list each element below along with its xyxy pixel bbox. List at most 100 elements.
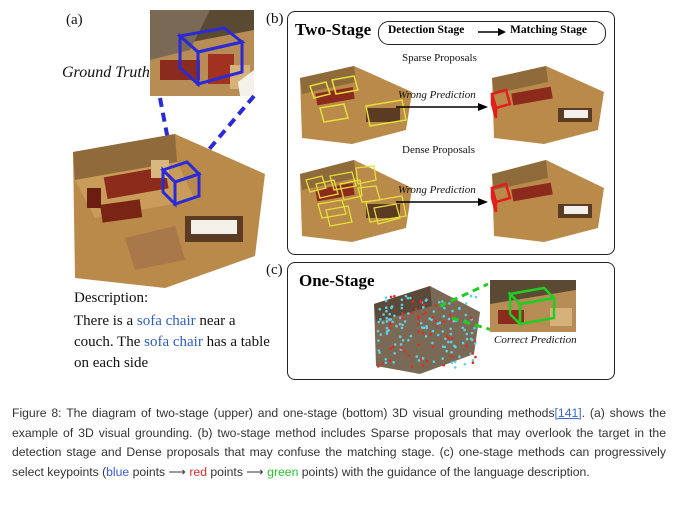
keypoint-dot xyxy=(452,320,455,323)
keypoint-dot xyxy=(399,316,402,319)
panel-b-label: (b) xyxy=(266,11,284,27)
dense-proposals-scene xyxy=(296,158,412,242)
keypoint-dot xyxy=(381,362,385,365)
keypoint-dot xyxy=(409,296,412,300)
keypoint-dot xyxy=(384,296,388,299)
keypoint-dot xyxy=(464,302,468,305)
keypoint-dot xyxy=(441,330,445,333)
keypoint-dot xyxy=(441,357,444,360)
keypoint-dot xyxy=(381,321,385,324)
keypoint-dot xyxy=(378,307,382,311)
keypoint-dot xyxy=(422,312,425,316)
wrong-prediction-label-2: Wrong Prediction xyxy=(398,184,476,196)
keypoint-dot xyxy=(441,345,445,348)
keypoint-dot xyxy=(424,299,428,302)
keypoint-dot xyxy=(398,322,402,326)
keypoint-dot xyxy=(425,326,428,330)
keypoint-dot xyxy=(401,323,404,327)
keypoint-dot xyxy=(447,337,451,340)
keypoint-dot xyxy=(447,340,450,344)
keypoint-dot xyxy=(443,306,446,310)
sparse-proposals-label: Sparse Proposals xyxy=(402,52,477,64)
keypoint-dot xyxy=(407,339,410,342)
correct-prediction-label: Correct Prediction xyxy=(494,334,577,346)
keypoint-dot xyxy=(377,349,381,352)
keypoint-dot xyxy=(400,346,403,350)
keypoint-dot xyxy=(471,361,475,364)
keypoint-dot xyxy=(417,343,420,347)
desc-part-1: There is a xyxy=(74,313,137,329)
caption-text-1: . (a) shows the example of 3D visual gro… xyxy=(12,406,666,479)
keypoint-dot xyxy=(422,303,426,307)
keypoint-dot xyxy=(400,306,404,310)
keypoint-dot xyxy=(410,311,414,314)
room-scene-a xyxy=(65,130,265,288)
keypoint-dot xyxy=(451,309,454,313)
keypoint-dot xyxy=(414,307,418,311)
caption-prefix: Figure 8: The diagram of two-stage (uppe… xyxy=(12,406,555,420)
keypoint-dot xyxy=(469,294,473,298)
keypoint-dot xyxy=(428,332,432,336)
keypoint-dot xyxy=(384,358,387,361)
keypoint-dot xyxy=(401,312,404,315)
keypoint-dot xyxy=(384,299,388,303)
keypoint-dot xyxy=(450,361,454,364)
keypoint-dot xyxy=(376,329,380,333)
keypoint-dot xyxy=(377,365,380,368)
keypoint-dot xyxy=(400,303,404,307)
keypoint-dot xyxy=(469,352,472,356)
sparse-matching-scene xyxy=(488,64,604,144)
caption-arrow-1: ⟶ xyxy=(168,464,186,479)
one-stage-title: One-Stage xyxy=(299,271,375,290)
keypoint-dot xyxy=(377,320,380,324)
keypoint-dot xyxy=(421,357,425,360)
keypoint-dot xyxy=(431,345,435,349)
keypoint-dot xyxy=(431,341,434,345)
keypoint-dot xyxy=(400,298,404,301)
keypoint-dot xyxy=(398,335,402,338)
keypoint-dot xyxy=(400,326,404,330)
keypoint-dot xyxy=(401,317,404,320)
keypoint-dot xyxy=(421,331,425,335)
caption-points-2: points xyxy=(207,464,247,479)
keypoint-dot xyxy=(425,360,429,363)
description-title: Description: xyxy=(74,290,149,306)
keypoint-dot xyxy=(469,316,473,320)
dense-arrow-icon xyxy=(396,198,488,206)
keypoint-dot xyxy=(385,330,389,333)
caption-arrow-2: ⟶ xyxy=(246,464,264,479)
keypoint-dot xyxy=(444,337,447,341)
keypoint-dot xyxy=(449,340,453,344)
keypoint-dot xyxy=(407,354,411,357)
ground-truth-inset xyxy=(150,10,254,96)
keypoint-dot xyxy=(438,321,442,324)
keypoint-dot xyxy=(403,349,406,353)
caption-points-1: points xyxy=(129,464,169,479)
keypoint-dot xyxy=(422,326,426,329)
keypoint-dot xyxy=(406,296,410,300)
keypoint-dot xyxy=(461,326,464,330)
keypoint-dot xyxy=(442,314,446,318)
keypoint-dot xyxy=(470,331,474,335)
keypoint-dot xyxy=(473,342,477,345)
keypoint-dot xyxy=(461,341,465,345)
desc-object-2: sofa chair xyxy=(144,334,203,350)
keypoint-dot xyxy=(419,300,423,303)
dense-proposals-label: Dense Proposals xyxy=(402,144,476,156)
keypoint-scene xyxy=(370,282,480,374)
keypoint-dot xyxy=(384,361,388,364)
keypoint-dot xyxy=(469,337,473,341)
stage-arrow-icon xyxy=(478,28,506,36)
keypoint-dot xyxy=(417,315,420,318)
keypoint-dot xyxy=(436,333,440,337)
keypoint-dot xyxy=(464,313,468,317)
keypoint-dot xyxy=(385,320,389,323)
keypoint-dot xyxy=(434,304,437,307)
two-stage-title: Two-Stage xyxy=(295,20,372,39)
keypoint-dot xyxy=(385,306,388,309)
keypoint-dot xyxy=(465,344,469,347)
caption-citation-link[interactable]: [141] xyxy=(554,406,582,420)
keypoint-dot xyxy=(392,361,395,364)
